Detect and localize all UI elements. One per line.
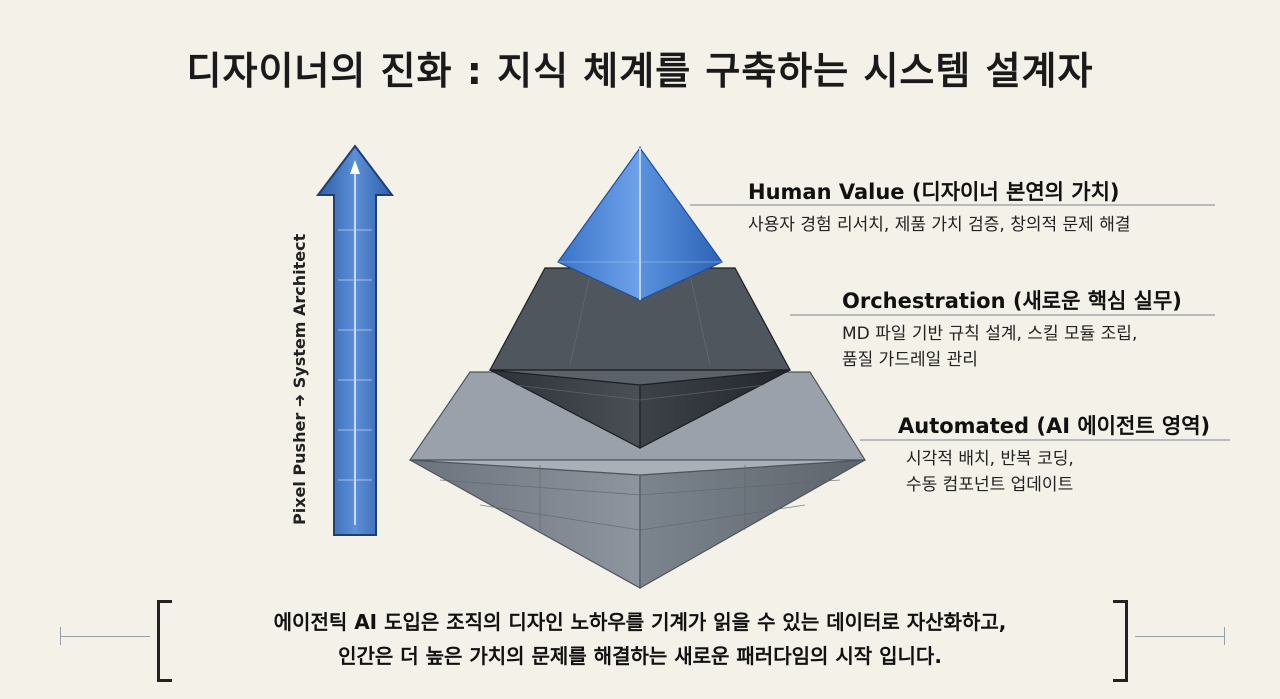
tier-orchestration xyxy=(488,267,792,449)
tier-description: MD 파일 기반 규칙 설계, 스킬 모듈 조립, 품질 가드레일 관리 xyxy=(842,324,1138,370)
tier-human-value xyxy=(557,146,723,301)
page-title: 디자이너의 진화 : 지식 체계를 구축하는 시스템 설계자 xyxy=(186,49,1094,93)
divider-left xyxy=(60,636,150,637)
divider-tick xyxy=(1224,627,1225,645)
divider-tick xyxy=(60,627,61,645)
tier-description: 사용자 경험 리서치, 제품 가치 검증, 창의적 문제 해결 xyxy=(748,215,1131,235)
bracket-left xyxy=(157,600,172,682)
tier-heading: Human Value (디자이너 본연의 가치) xyxy=(748,180,1120,204)
evolution-arrow-icon xyxy=(315,144,395,536)
tier-heading: Automated (AI 에이전트 영역) xyxy=(898,414,1211,438)
bracket-right xyxy=(1113,600,1128,682)
tier-description: 시각적 배치, 반복 코딩, 수동 컴포넌트 업데이트 xyxy=(906,449,1074,495)
tier-label-automated: Automated (AI 에이전트 영역) 시각적 배치, 반복 코딩, 수동… xyxy=(898,410,1210,498)
tier-heading: Orchestration (새로운 핵심 실무) xyxy=(842,289,1182,313)
divider-right xyxy=(1135,636,1225,637)
tier-label-human-value: Human Value (디자이너 본연의 가치) 사용자 경험 리서치, 제품… xyxy=(748,176,1130,238)
tier-label-orchestration: Orchestration (새로운 핵심 실무) MD 파일 기반 규칙 설계… xyxy=(842,285,1182,373)
summary-statement: 에이전틱 AI 도입은 조직의 디자인 노하우를 기계가 읽을 수 있는 데이터… xyxy=(273,610,1007,668)
